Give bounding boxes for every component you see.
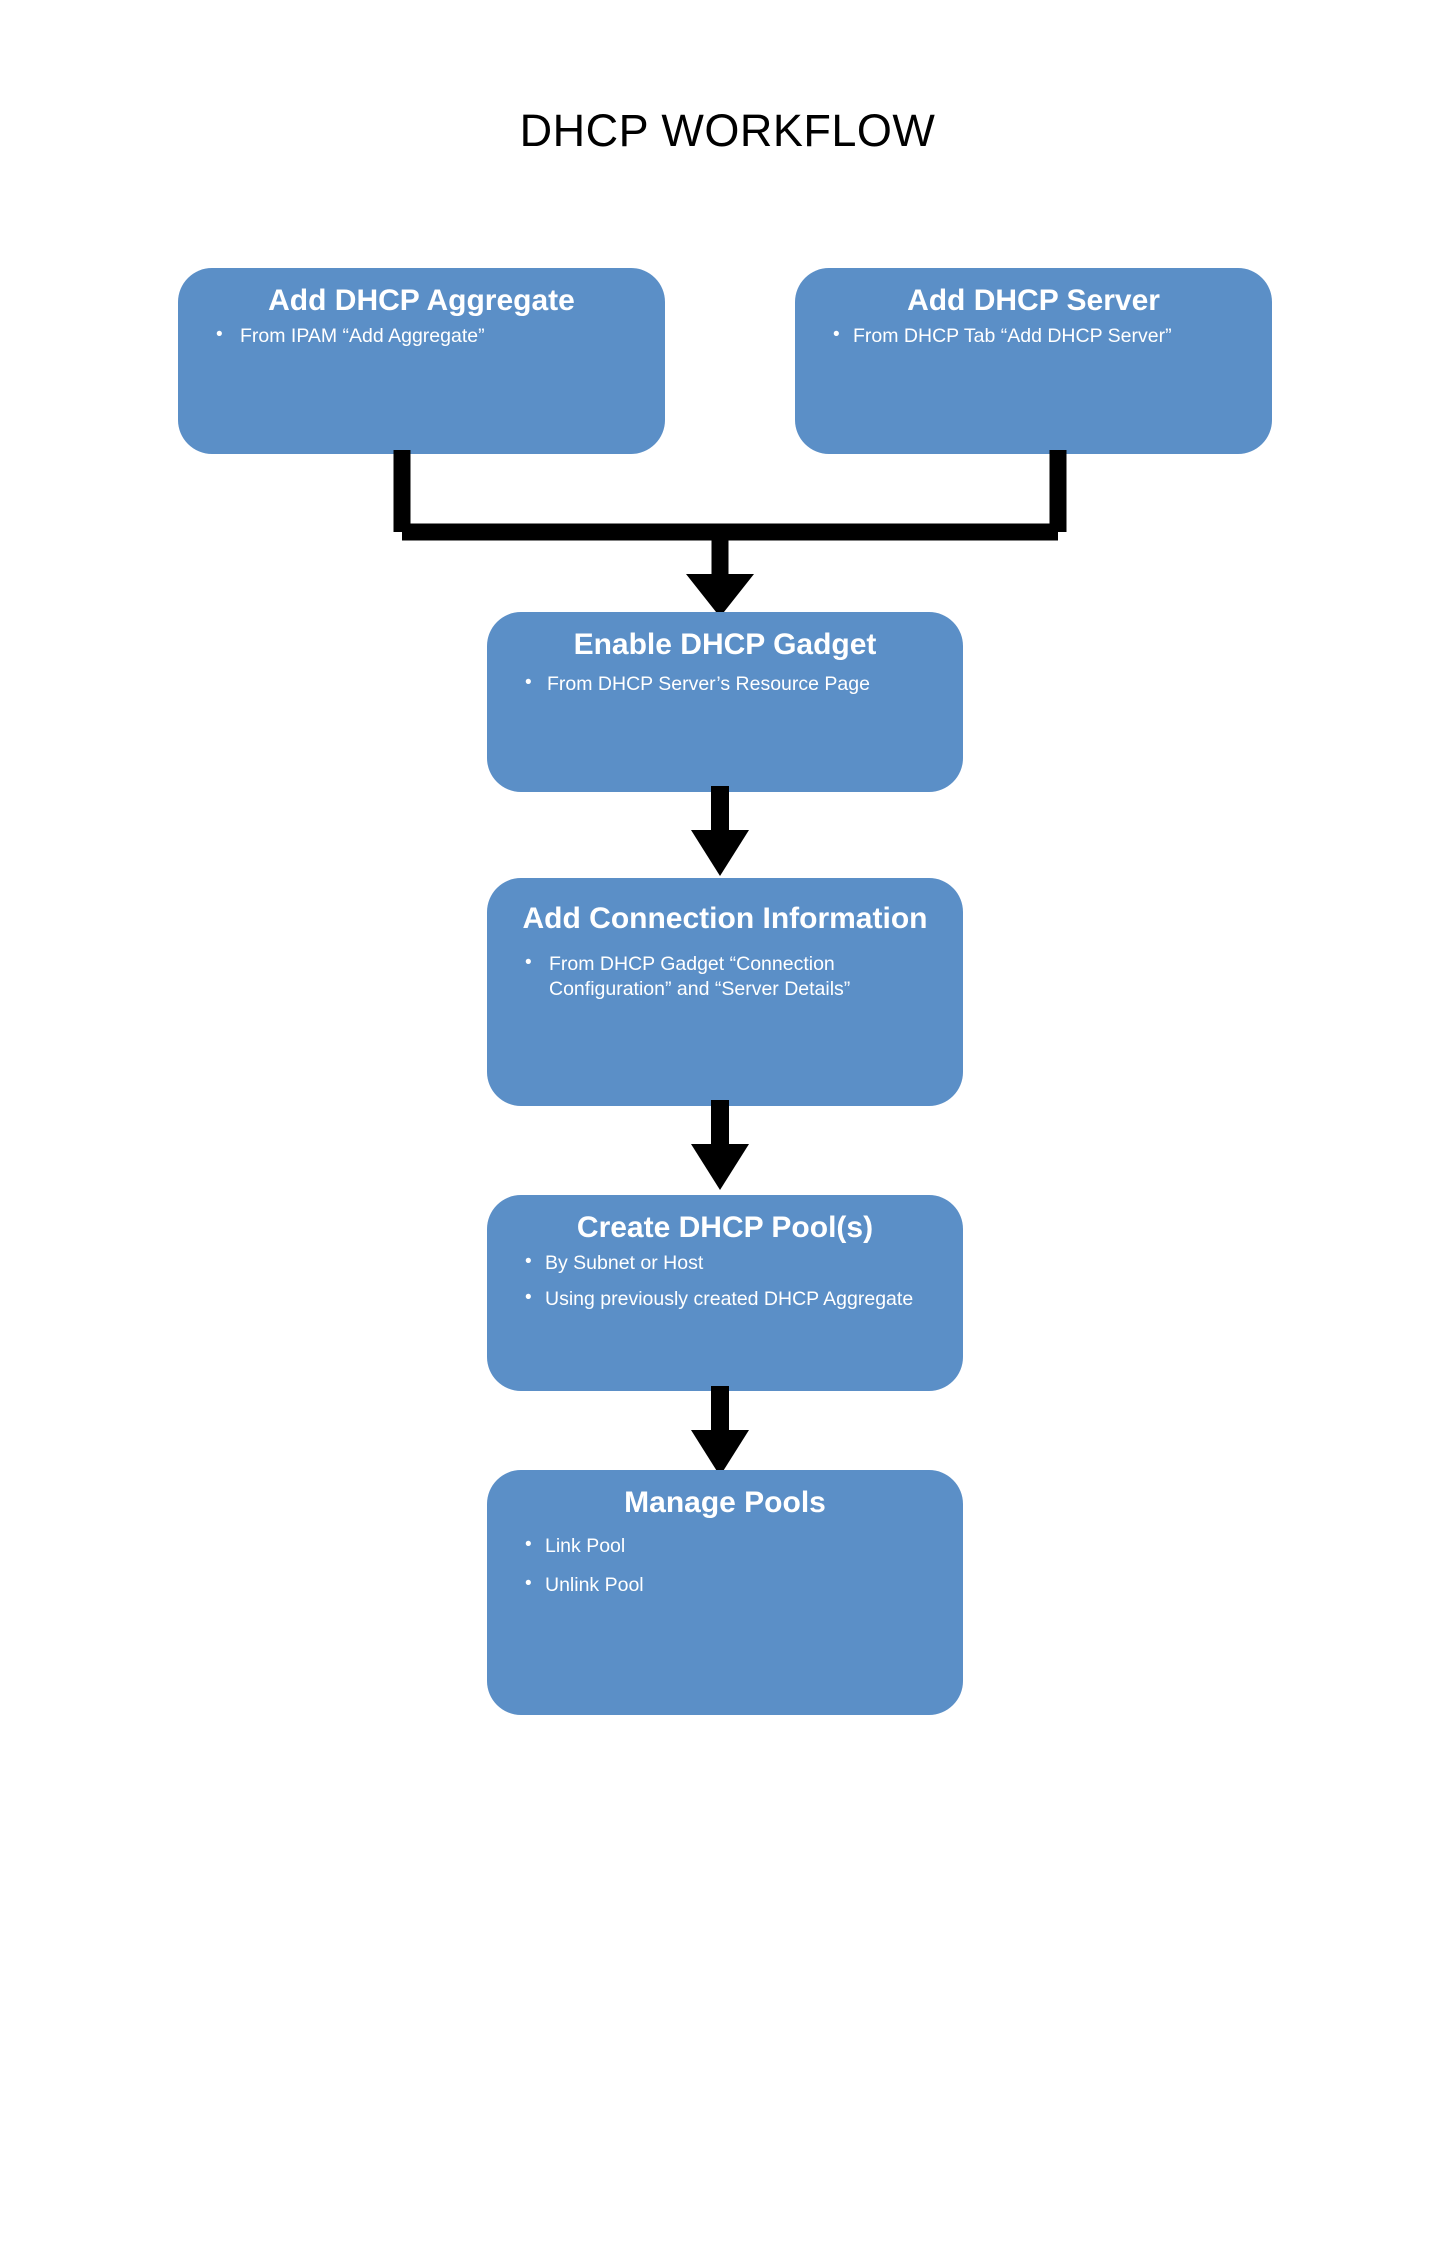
node-bullet-list: Link Pool Unlink Pool — [509, 1533, 941, 1598]
node-title: Add DHCP Server — [907, 284, 1160, 317]
node-title: Manage Pools — [624, 1486, 826, 1519]
node-bullet-list: From DHCP Gadget “Connection Configurati… — [509, 951, 941, 1002]
node-bullet-list: From DHCP Tab “Add DHCP Server” — [817, 323, 1250, 349]
node-title: Enable DHCP Gadget — [573, 628, 877, 661]
node-create-dhcp-pools[interactable]: Create DHCP Pool(s) By Subnet or Host Us… — [487, 1195, 963, 1391]
list-item: From DHCP Gadget “Connection Configurati… — [519, 951, 937, 1002]
node-title: Add Connection Information — [522, 902, 928, 935]
arrow-down-icon — [691, 1386, 749, 1476]
connector-pools-to-manage — [690, 1386, 750, 1478]
node-enable-dhcp-gadget[interactable]: Enable DHCP Gadget From DHCP Server’s Re… — [487, 612, 963, 792]
node-add-dhcp-server[interactable]: Add DHCP Server From DHCP Tab “Add DHCP … — [795, 268, 1272, 454]
bracket-arrow-down-icon — [393, 450, 1067, 617]
arrow-down-icon — [691, 1100, 749, 1190]
list-item: Using previously created DHCP Aggregate — [519, 1286, 937, 1312]
node-bullet-list: From IPAM “Add Aggregate” — [200, 323, 643, 349]
node-bullet-list: From DHCP Server’s Resource Page — [509, 671, 941, 697]
node-title: Create DHCP Pool(s) — [576, 1211, 874, 1244]
list-item: From DHCP Server’s Resource Page — [519, 671, 937, 697]
list-item: From IPAM “Add Aggregate” — [210, 323, 639, 349]
connector-gadget-to-connection — [690, 786, 750, 878]
node-title: Add DHCP Aggregate — [268, 284, 575, 317]
list-item: From DHCP Tab “Add DHCP Server” — [827, 323, 1246, 349]
arrow-down-icon — [691, 786, 749, 876]
connector-connection-to-pools — [690, 1100, 750, 1192]
list-item: By Subnet or Host — [519, 1250, 937, 1276]
connector-bracket-merge — [380, 450, 1080, 620]
node-manage-pools[interactable]: Manage Pools Link Pool Unlink Pool — [487, 1470, 963, 1715]
node-add-dhcp-aggregate[interactable]: Add DHCP Aggregate From IPAM “Add Aggreg… — [178, 268, 665, 454]
list-item: Unlink Pool — [519, 1572, 937, 1598]
list-item: Link Pool — [519, 1533, 937, 1559]
page-title: DHCP WORKFLOW — [519, 105, 936, 156]
node-add-connection-information[interactable]: Add Connection Information From DHCP Gad… — [487, 878, 963, 1106]
node-bullet-list: By Subnet or Host Using previously creat… — [509, 1250, 941, 1312]
